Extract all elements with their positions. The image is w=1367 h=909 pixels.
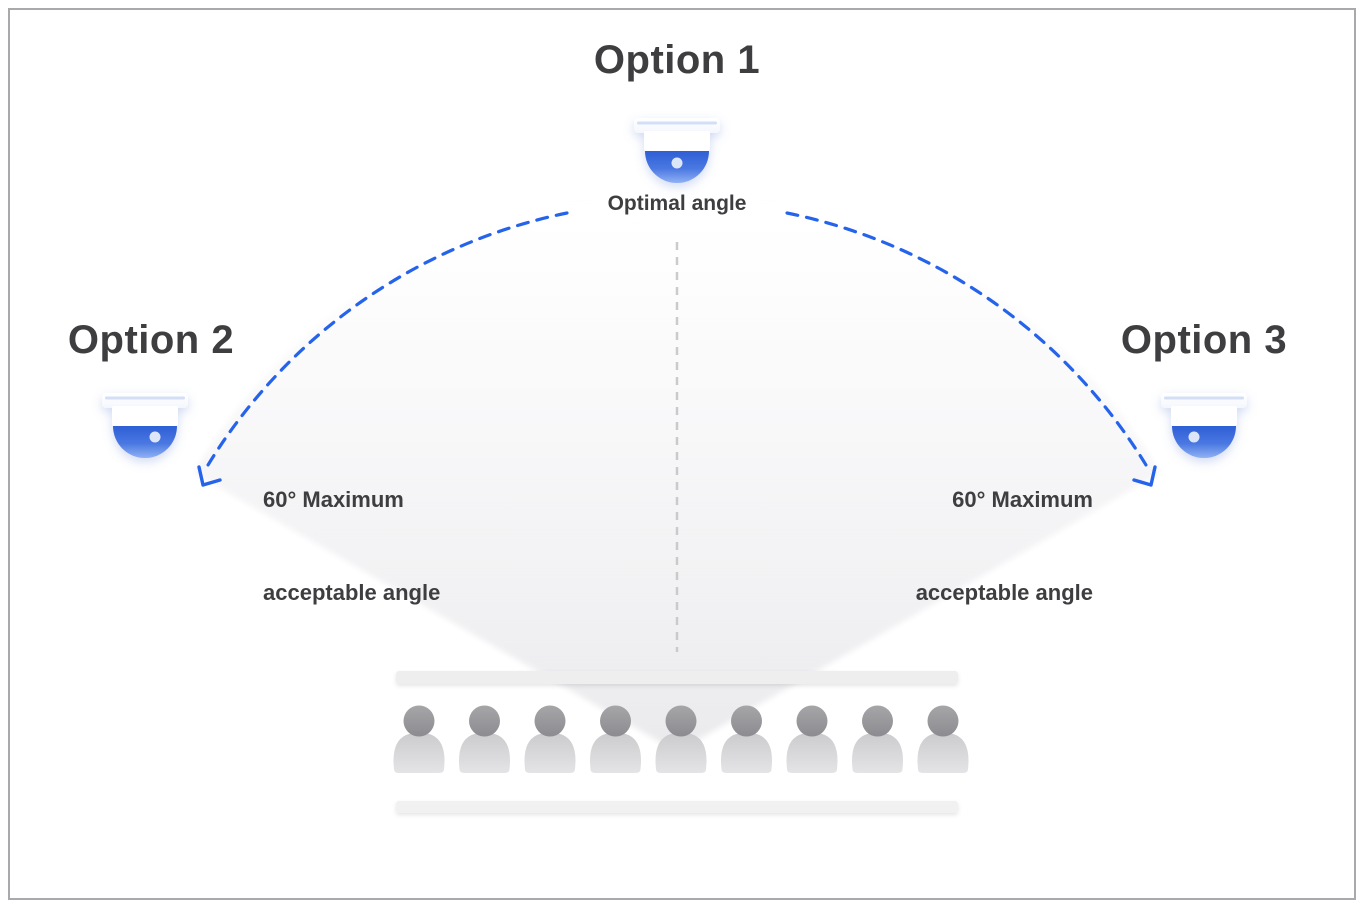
person-icon [459,705,510,773]
right-max-angle-line1: 60° Maximum [952,487,1093,512]
lower-table-bar [396,801,958,813]
option3-title: Option 3 [1120,318,1288,362]
person-icon [786,705,838,773]
person-icon [852,705,903,773]
dome-camera-icon-option1 [634,118,720,183]
option1-title: Option 1 [593,38,761,82]
person-icon [524,705,576,773]
person-icon [393,705,445,773]
right-max-angle-label: 60° Maximum acceptable angle [853,422,1093,670]
person-icon [917,705,969,773]
right-max-angle-line2: acceptable angle [915,580,1093,605]
left-max-angle-line2: acceptable angle [263,580,441,605]
dome-camera-icon-option2 [102,393,188,458]
right-swing-arc [785,211,1148,467]
right-arrowhead-icon [1132,465,1157,487]
option2-title: Option 2 [67,318,235,362]
dome-camera-icon-option3 [1161,393,1247,458]
upper-table-bar [396,671,958,684]
left-max-angle-line1: 60° Maximum [263,487,404,512]
left-max-angle-label: 60° Maximum acceptable angle [263,422,440,670]
left-swing-arc [206,211,569,467]
audience-row [393,705,969,773]
optimal-angle-label: Optimal angle [607,192,747,215]
left-arrowhead-icon [197,465,222,487]
